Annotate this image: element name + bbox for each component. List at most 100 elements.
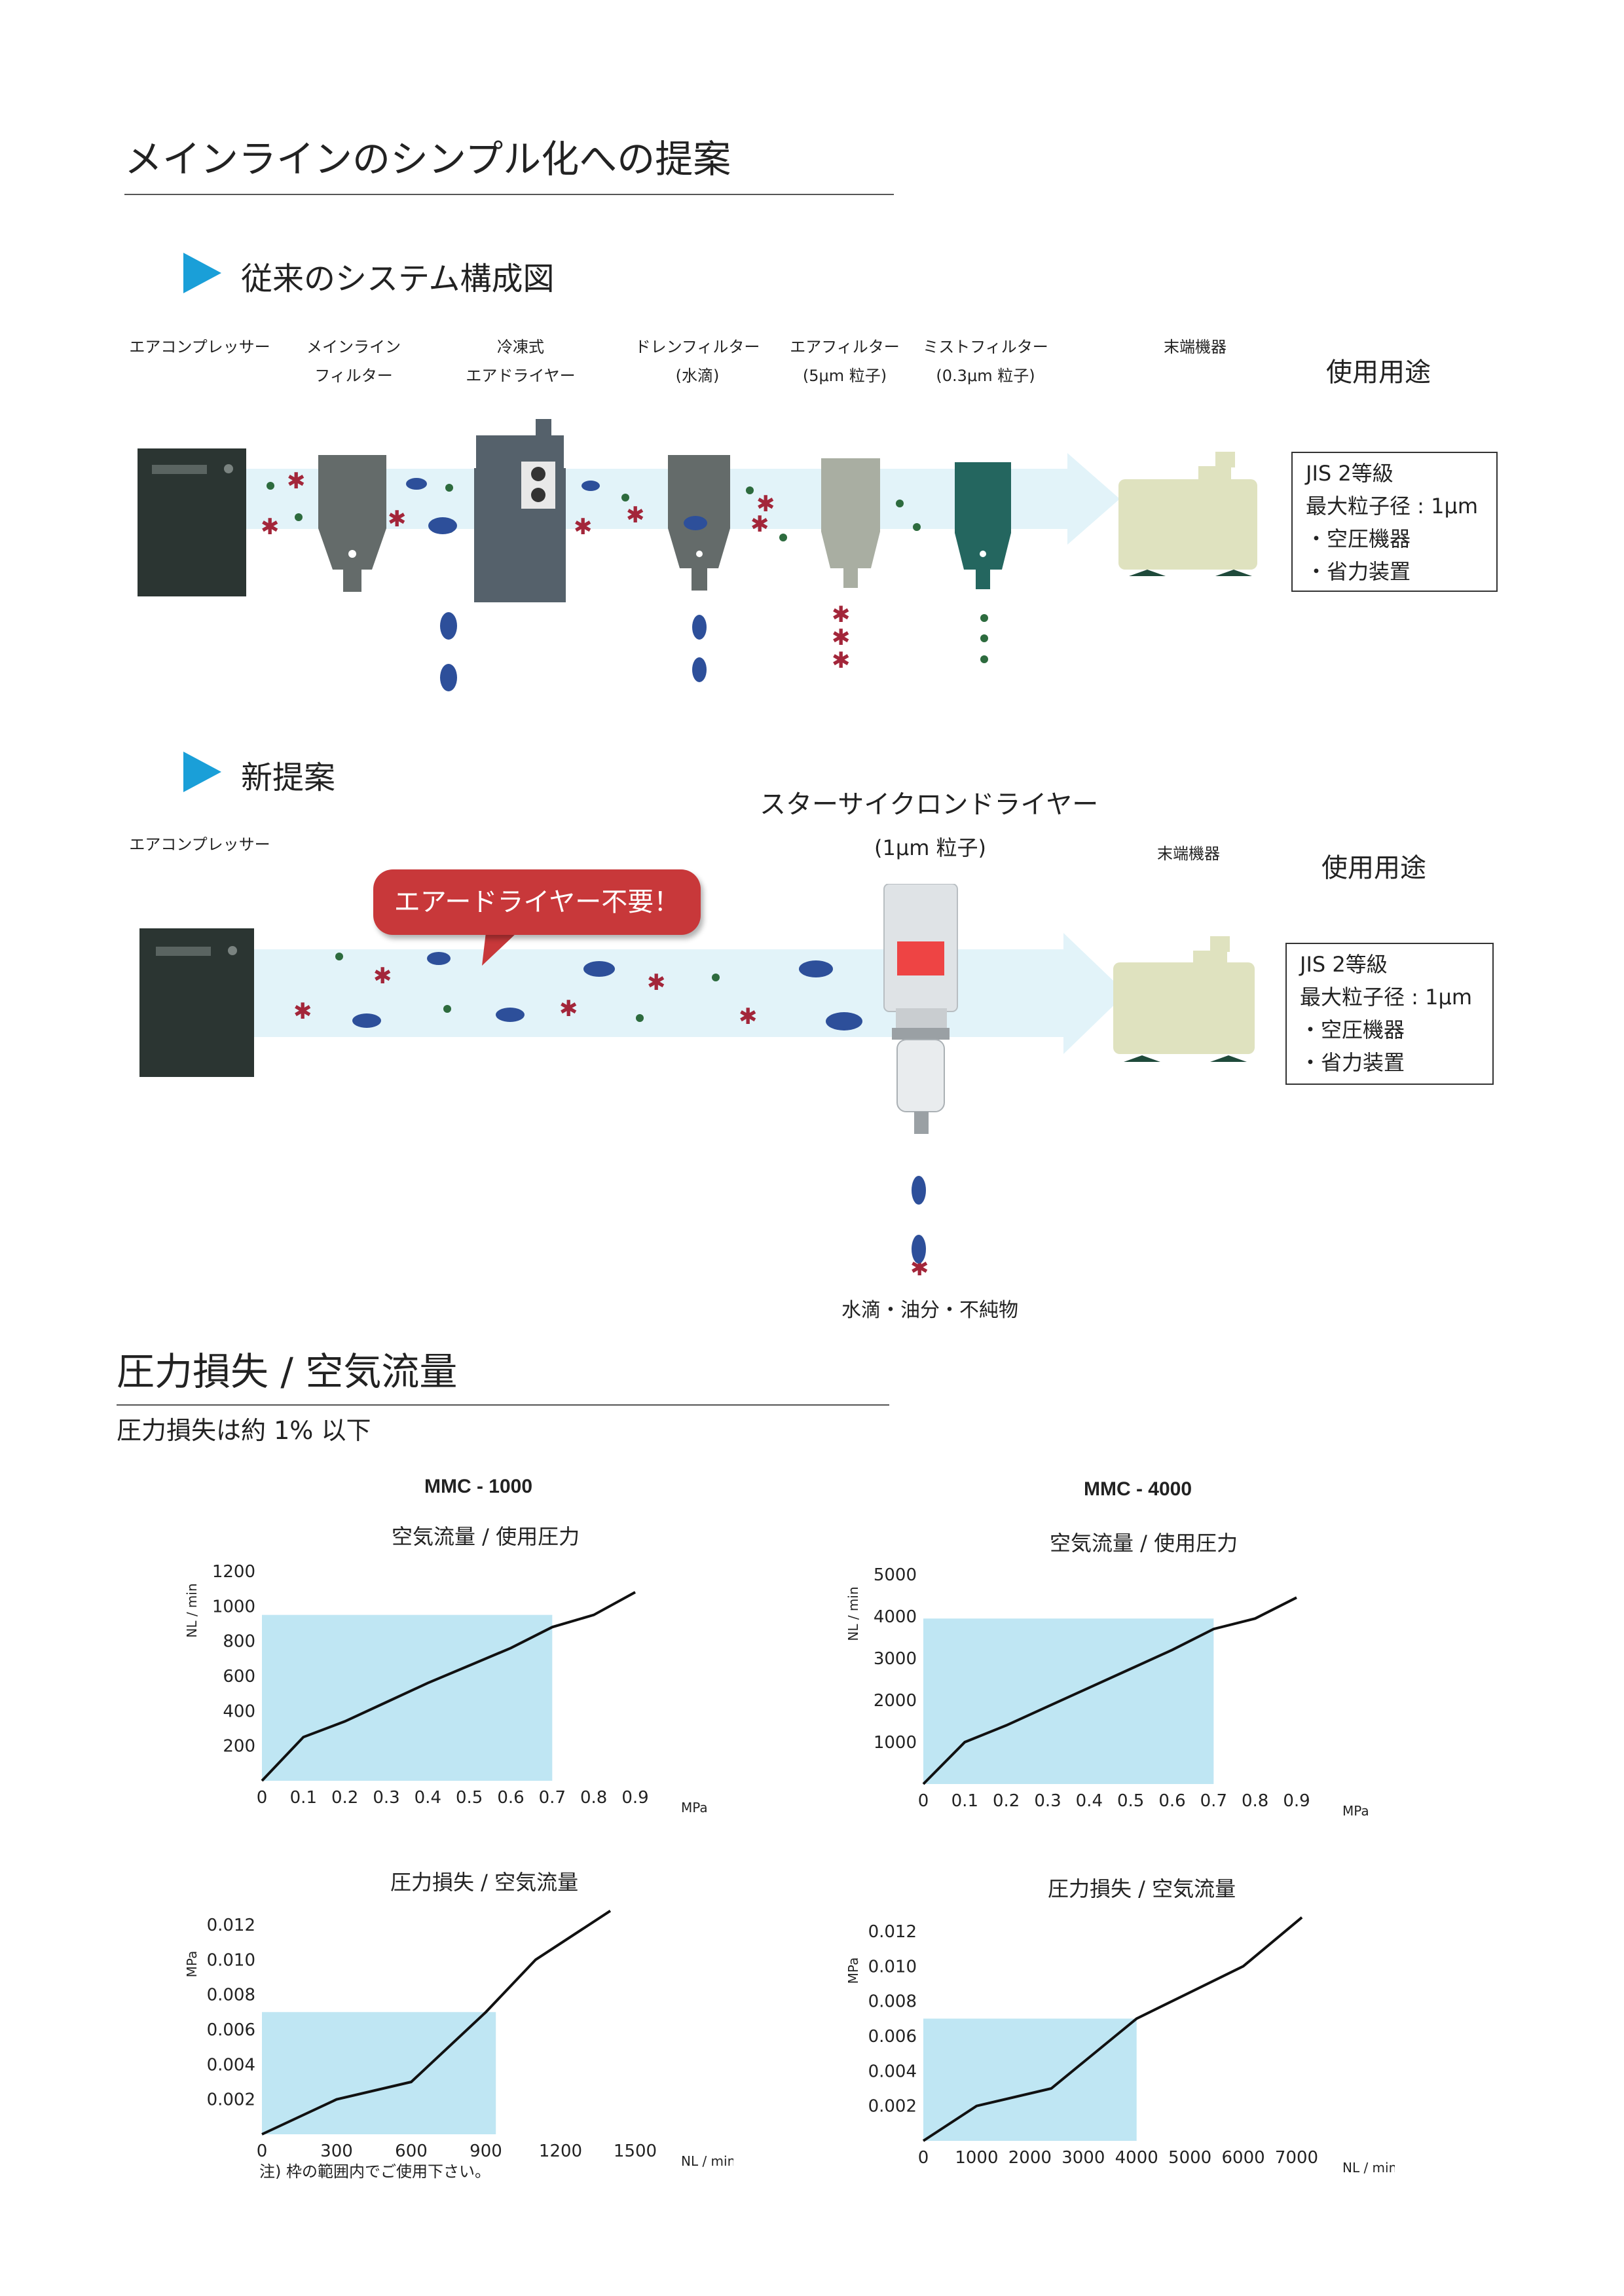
x-tick-label: 0 <box>918 2148 929 2168</box>
x-tick-label: 0 <box>918 1791 929 1811</box>
x-tick-label: 0.6 <box>1158 1791 1185 1811</box>
x-tick-label: 0.7 <box>539 1788 566 1808</box>
x-tick-label: 0.4 <box>415 1788 441 1808</box>
x-tick-label: 1000 <box>955 2148 998 2168</box>
svg-text:✱: ✱ <box>832 647 851 674</box>
x-tick-label: 0.9 <box>621 1788 648 1808</box>
svg-text:✱: ✱ <box>559 996 578 1022</box>
mist-filter-icon <box>955 462 1011 589</box>
label-end-device: 末端機器 <box>1164 338 1227 356</box>
title-underline <box>124 194 894 195</box>
y-tick-label: 0.002 <box>868 2097 917 2117</box>
y-tick-label: 1000 <box>212 1597 255 1616</box>
label-refrigerated-dryer: 冷凍式 エアドライヤー <box>466 338 576 385</box>
series-line <box>261 1910 612 2136</box>
y-tick-label: 3000 <box>874 1649 917 1669</box>
x-tick-label: 600 <box>395 2141 428 2161</box>
y-tick-label: 0.012 <box>868 1922 917 1942</box>
y-tick-label: 200 <box>223 1737 255 1757</box>
product-sub: (1μm 粒子) <box>874 835 987 860</box>
usage-box-proposal: JIS 2等級 最大粒子径 : 1μm ・空圧機器 ・省力装置 <box>1285 943 1494 1085</box>
pressure-subheading: 圧力損失は約 1% 以下 <box>117 1416 371 1445</box>
svg-text:✱: ✱ <box>832 625 851 651</box>
x-tick-label: 0.8 <box>1242 1791 1268 1811</box>
label-compressor-proposal: エアコンプレッサー <box>129 835 270 854</box>
x-tick-label: 0.3 <box>373 1788 399 1808</box>
y-axis-label: NL / min <box>845 1586 861 1641</box>
y-tick-label: 0.008 <box>207 1986 255 2005</box>
y-axis-label: MPa <box>184 1951 200 1978</box>
x-tick-label: 4000 <box>1115 2148 1158 2168</box>
usage-range-box <box>262 1614 553 1781</box>
y-tick-label: 0.004 <box>868 2062 917 2081</box>
chart-model-1000: MMC - 1000 <box>424 1476 533 1497</box>
y-tick-label: 1000 <box>874 1733 917 1753</box>
conventional-labels: エアコンプレッサー メインライン フィルター 冷凍式 エアドライヤー ドレンフィ… <box>0 333 1624 398</box>
end-device-icon <box>1113 936 1255 1062</box>
x-tick-label: 0.4 <box>1076 1791 1103 1811</box>
series-line <box>922 1916 1303 2142</box>
x-axis-label: NL / min <box>681 2153 733 2169</box>
dust-particles: ✱✱ ✱✱ ✱✱ ✱✱ ✱✱ <box>261 468 851 674</box>
star-cyclone-dryer-icon <box>883 884 958 1134</box>
y-tick-label: 0.004 <box>207 2055 255 2075</box>
x-tick-label: 0 <box>257 2141 268 2161</box>
chart-model-4000: MMC - 4000 <box>1084 1478 1192 1500</box>
conventional-flow-diagram: ✱✱ ✱✱ ✱✱ ✱✱ ✱✱ <box>138 419 1257 691</box>
usage-title-conventional: 使用用途 <box>1326 357 1431 388</box>
chart-footnote: 注) 枠の範囲内でご使用下さい。 <box>259 2162 490 2181</box>
flow-arrow-icon <box>1067 453 1120 545</box>
usage-range-box <box>923 2018 1137 2141</box>
svg-text:✱: ✱ <box>388 506 407 532</box>
svg-text:✱: ✱ <box>647 970 666 996</box>
svg-text:✱: ✱ <box>739 1004 758 1030</box>
label-compressor: エアコンプレッサー <box>129 338 270 356</box>
pressure-underline <box>117 1404 889 1406</box>
y-tick-label: 0.008 <box>868 1992 917 2012</box>
page-title: メインラインのシンプル化への提案 <box>124 137 731 181</box>
chart-title: 空気流量 / 使用圧力 <box>392 1524 580 1549</box>
air-filter-icon <box>821 458 880 588</box>
chart-title: 圧力損失 / 空気流量 <box>1048 1876 1236 1901</box>
drain-label: 水滴・油分・不純物 <box>841 1299 1018 1322</box>
x-tick-label: 0.5 <box>456 1788 483 1808</box>
y-tick-label: 0.002 <box>207 2090 255 2110</box>
x-tick-label: 0.2 <box>331 1788 358 1808</box>
proposal-heading: 新提案 <box>241 759 336 796</box>
x-tick-label: 0 <box>257 1788 268 1808</box>
svg-text:✱: ✱ <box>756 491 775 517</box>
y-tick-label: 0.006 <box>207 2020 255 2040</box>
conventional-heading: 従来のシステム構成図 <box>241 261 555 297</box>
y-axis-label: NL / min <box>184 1583 200 1637</box>
svg-text:✱: ✱ <box>832 602 851 628</box>
svg-text:✱: ✱ <box>293 998 312 1025</box>
svg-text:✱: ✱ <box>373 963 392 989</box>
x-tick-label: 0.7 <box>1200 1791 1227 1811</box>
pressure-heading: 圧力損失 / 空気流量 <box>117 1349 458 1394</box>
x-tick-label: 300 <box>320 2141 353 2161</box>
usage-range-box <box>923 1618 1214 1784</box>
x-tick-label: 2000 <box>1008 2148 1052 2168</box>
x-tick-label: 0.2 <box>993 1791 1020 1811</box>
y-tick-label: 5000 <box>874 1565 917 1585</box>
y-tick-label: 4000 <box>874 1607 917 1627</box>
x-tick-label: 0.8 <box>580 1788 607 1808</box>
label-drain-filter: ドレンフィルター (水滴) <box>635 338 760 385</box>
x-axis-label: MPa <box>681 1800 708 1815</box>
product-name: スターサイクロンドライヤー <box>760 790 1099 820</box>
mainline-filter-icon <box>318 455 386 592</box>
chart-title: 圧力損失 / 空気流量 <box>390 1870 579 1895</box>
series-line <box>922 1596 1297 1785</box>
svg-text:✱: ✱ <box>287 468 306 494</box>
x-tick-label: 7000 <box>1275 2148 1318 2168</box>
section-arrow-icon <box>183 253 221 293</box>
x-tick-label: 0.5 <box>1117 1791 1144 1811</box>
x-tick-label: 1500 <box>614 2141 657 2161</box>
label-air-filter: エアフィルター (5μm 粒子) <box>790 338 900 385</box>
section-arrow-icon <box>183 752 221 792</box>
x-tick-label: 6000 <box>1221 2148 1264 2168</box>
y-tick-label: 0.006 <box>868 2027 917 2047</box>
label-mist-filter: ミストフィルター (0.3μm 粒子) <box>923 338 1048 385</box>
